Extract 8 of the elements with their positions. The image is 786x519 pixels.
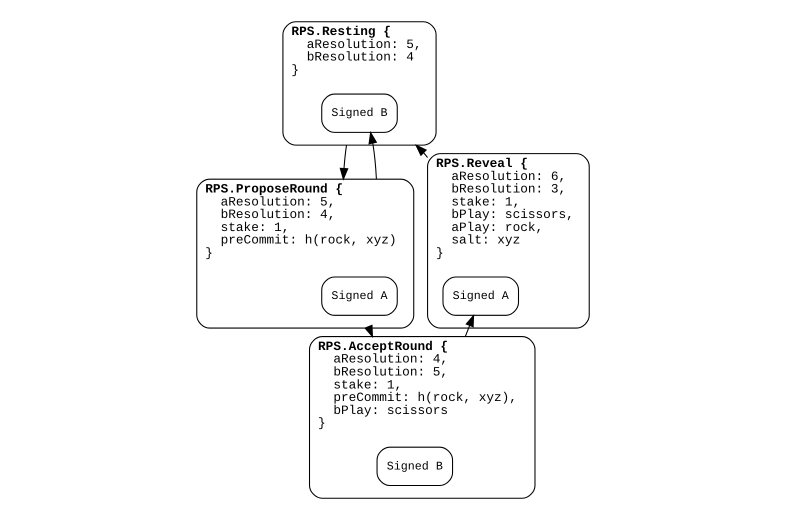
node-box: Signed A — [321, 276, 398, 316]
node-box: Signed B — [321, 93, 398, 132]
arrow — [414, 144, 428, 158]
node-box: Signed B — [376, 446, 454, 486]
arrow — [464, 314, 474, 336]
node-box: Signed A — [442, 276, 520, 316]
arrow — [340, 144, 348, 180]
arrow — [368, 130, 378, 179]
